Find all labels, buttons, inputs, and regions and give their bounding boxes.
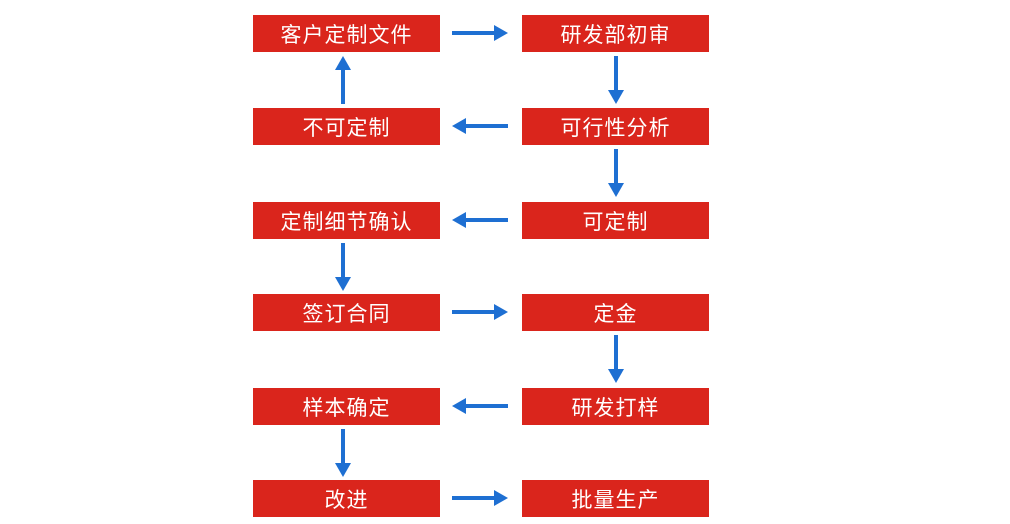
arrow-down-icon (608, 335, 624, 383)
flow-node-not-customizable: 不可定制 (253, 108, 440, 145)
arrow-right-icon (452, 25, 508, 41)
flow-node-mass-production: 批量生产 (522, 480, 709, 517)
arrow-head (494, 490, 508, 506)
arrow-head (452, 398, 466, 414)
arrow-up-icon (335, 56, 351, 104)
arrow-left-icon (452, 212, 508, 228)
flow-node-improvement: 改进 (253, 480, 440, 517)
arrow-head (452, 212, 466, 228)
arrow-head (494, 25, 508, 41)
flow-node-customer-custom-file: 客户定制文件 (253, 15, 440, 52)
arrow-shaft (452, 496, 494, 500)
arrow-head (608, 183, 624, 197)
flow-node-sample-confirmed: 样本确定 (253, 388, 440, 425)
arrow-head (608, 90, 624, 104)
arrow-down-icon (608, 56, 624, 104)
arrow-left-icon (452, 398, 508, 414)
arrow-shaft (341, 429, 345, 463)
flow-node-sign-contract: 签订合同 (253, 294, 440, 331)
arrow-down-icon (608, 149, 624, 197)
arrow-shaft (341, 243, 345, 277)
arrow-head (494, 304, 508, 320)
flow-node-rd-sampling: 研发打样 (522, 388, 709, 425)
arrow-head (452, 118, 466, 134)
arrow-head (335, 277, 351, 291)
arrow-shaft (614, 56, 618, 90)
arrow-shaft (614, 149, 618, 183)
arrow-shaft (614, 335, 618, 369)
arrow-head (335, 56, 351, 70)
flow-node-feasibility-analysis: 可行性分析 (522, 108, 709, 145)
flow-node-customizable: 可定制 (522, 202, 709, 239)
flow-node-rd-initial-review: 研发部初审 (522, 15, 709, 52)
arrow-shaft (466, 218, 508, 222)
arrow-shaft (452, 31, 494, 35)
arrow-head (335, 463, 351, 477)
arrow-head (608, 369, 624, 383)
arrow-left-icon (452, 118, 508, 134)
arrow-shaft (466, 404, 508, 408)
arrow-right-icon (452, 490, 508, 506)
arrow-right-icon (452, 304, 508, 320)
flow-node-deposit: 定金 (522, 294, 709, 331)
arrow-down-icon (335, 243, 351, 291)
flow-node-detail-confirmation: 定制细节确认 (253, 202, 440, 239)
arrow-shaft (452, 310, 494, 314)
arrow-shaft (341, 70, 345, 104)
arrow-down-icon (335, 429, 351, 477)
arrow-shaft (466, 124, 508, 128)
